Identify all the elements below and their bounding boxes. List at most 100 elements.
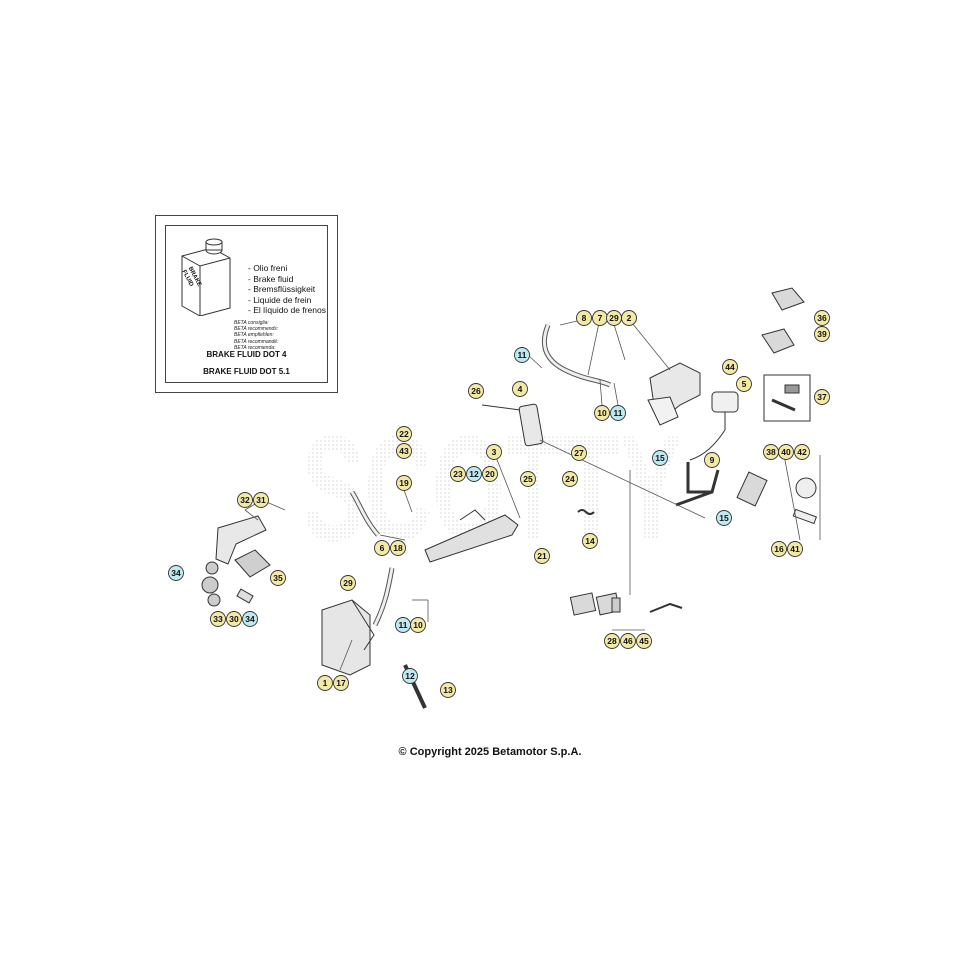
callout-circle	[716, 510, 732, 526]
callout-46: 46	[620, 633, 636, 649]
callout-23: 23	[450, 466, 466, 482]
callout-43: 43	[396, 443, 412, 459]
callout-10: 10	[594, 405, 610, 421]
beta-note: BETA recommends:	[234, 326, 279, 333]
callout-44: 44	[722, 359, 738, 375]
callout-number: 21	[537, 551, 547, 561]
callout-circle	[410, 617, 426, 633]
callout-circle	[794, 444, 810, 460]
callout-number: 41	[790, 544, 800, 554]
callout-number: 18	[393, 543, 403, 553]
callout-circle	[390, 540, 406, 556]
return-spring	[577, 509, 595, 515]
callout-31: 31	[253, 492, 269, 508]
callout-number: 1	[323, 678, 328, 688]
callout-circle	[317, 675, 333, 691]
master-cylinder	[518, 403, 544, 447]
callout-number: 38	[766, 447, 776, 457]
callout-number: 4	[518, 384, 523, 394]
callout-11: 11	[514, 347, 530, 363]
callout-circle	[771, 541, 787, 557]
callout-15: 15	[652, 450, 668, 466]
callout-circle	[468, 383, 484, 399]
callout-number: 27	[574, 448, 584, 458]
leader-lines	[244, 317, 821, 671]
callout-number: 46	[623, 636, 633, 646]
callout-number: 29	[609, 313, 619, 323]
callout-circle	[576, 310, 592, 326]
callout-number: 20	[485, 469, 495, 479]
watermark-text: SCOTTY	[302, 404, 682, 572]
callout-circle	[620, 633, 636, 649]
brake-hose-upper-inner	[542, 324, 611, 387]
callout-number: 12	[469, 469, 479, 479]
copyright-notice: © Copyright 2025 Betamotor S.p.A.	[398, 746, 582, 758]
callout-4: 4	[512, 381, 528, 397]
callout-number: 25	[523, 474, 533, 484]
beta-note: BETA recommandé:	[234, 338, 279, 345]
callout-number: 11	[399, 620, 408, 630]
callout-30: 30	[226, 611, 242, 627]
callout-circle	[814, 310, 830, 326]
callout-number: 14	[585, 536, 595, 546]
callout-circle	[466, 466, 482, 482]
callout-number: 35	[273, 573, 283, 583]
callout-number: 11	[614, 408, 623, 418]
beta-recommendations: BETA consiglia: BETA recommends: BETA em…	[234, 320, 278, 351]
callout-38: 38	[763, 444, 779, 460]
callout-number: 32	[240, 495, 250, 505]
callout-number: 10	[413, 620, 423, 630]
callout-circle	[594, 405, 610, 421]
callout-number: 16	[774, 544, 784, 554]
callout-11: 11	[395, 617, 411, 633]
callout-number: 9	[710, 455, 715, 465]
callout-number: 33	[213, 614, 223, 624]
callout-number: 28	[607, 636, 617, 646]
callout-circle	[787, 541, 803, 557]
callout-39: 39	[814, 326, 830, 342]
callout-number: 17	[336, 678, 346, 688]
front-caliper	[321, 599, 371, 676]
callout-37: 37	[814, 389, 830, 405]
callout-number: 11	[518, 350, 527, 360]
callout-number: 39	[817, 329, 827, 339]
callout-42: 42	[794, 444, 810, 460]
callout-circle	[636, 633, 652, 649]
pin-kit-box	[763, 374, 811, 422]
callout-2: 2	[621, 310, 637, 326]
callout-14: 14	[582, 533, 598, 549]
callout-circle	[722, 359, 738, 375]
callout-circle	[270, 570, 286, 586]
callout-number: 29	[343, 578, 353, 588]
callout-circle	[704, 452, 720, 468]
callout-circle	[621, 310, 637, 326]
callout-number: 6	[380, 543, 385, 553]
beta-note: BETA consiglia:	[234, 320, 269, 326]
callout-27: 27	[571, 445, 587, 461]
callout-circle	[814, 389, 830, 405]
callout-number: 2	[627, 313, 632, 323]
callout-circle	[604, 633, 620, 649]
callout-12: 12	[402, 668, 418, 684]
callout-circle	[168, 565, 184, 581]
fluid-name: - El líquido de frenos	[248, 305, 326, 315]
watermark: SCOTTY	[302, 404, 682, 572]
fluid-spec-dot4: BRAKE FLUID DOT 4	[206, 350, 287, 359]
callout-circle	[778, 444, 794, 460]
callout-26: 26	[468, 383, 484, 399]
callout-13: 13	[440, 682, 456, 698]
callout-25: 25	[520, 471, 536, 487]
callout-number: 12	[405, 671, 415, 681]
callout-circle	[610, 405, 626, 421]
callout-circle	[571, 445, 587, 461]
callout-number: 30	[229, 614, 239, 624]
pushrod-link	[686, 462, 720, 494]
fluid-can-icon	[181, 238, 231, 316]
callout-22: 22	[396, 426, 412, 442]
brake-pedal	[424, 514, 519, 563]
callout-number: 37	[817, 392, 827, 402]
fluid-name: - Bremsflüssigkeit	[248, 284, 316, 294]
